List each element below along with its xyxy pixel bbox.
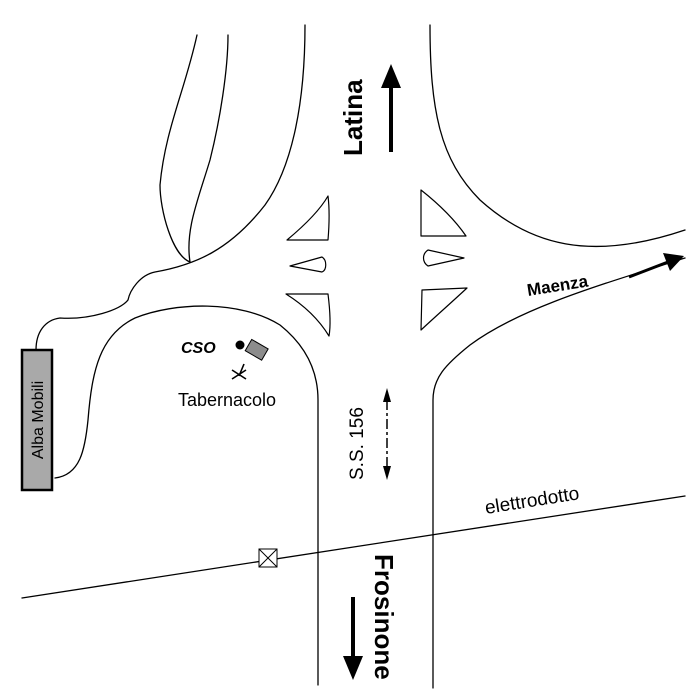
power-line-label: elettrodotto [483,483,580,519]
store-sign: Alba Mobili [20,348,54,492]
traffic-islands [285,189,468,337]
site-marker-group: CSO Tabernacolo [178,338,276,410]
pylon-crossed-box-icon [258,548,278,568]
south-road-east-edge [432,257,686,689]
direction-arrows [343,64,684,680]
camera-marker-icon [235,338,269,361]
ramp-road-outer-edge [159,34,198,263]
island-northwest [286,195,330,241]
double-arrow-icon [383,388,391,480]
power-line: elettrodotto [21,483,686,599]
arrow-down-icon [343,597,363,680]
south-road-west-edge [54,305,319,686]
main-road-east-edge [429,24,686,248]
cross-icon [231,363,247,380]
island-northeast [420,189,467,237]
arrow-right-icon [628,253,684,279]
main-road-west-edge [35,24,306,351]
island-west [289,256,327,273]
store-sign-board [20,348,54,492]
island-east [422,249,465,267]
power-line-cable [21,495,686,599]
site-code-label: CSO [181,340,216,357]
ramp-road-inner-edge [188,34,229,263]
label-frosinone: Frosinone [369,554,399,680]
label-latina: Latina [338,79,368,156]
landmark-label: Tabernacolo [178,390,276,410]
label-road-number: S.S. 156 [347,407,368,480]
ramp-road [159,34,229,263]
main-road [35,24,686,689]
island-southeast [420,287,468,331]
arrow-up-icon [381,64,401,152]
island-southwest [285,293,331,337]
place-labels: Latina Frosinone Maenza S.S. 156 [338,79,590,680]
store-sign-label: Alba Mobili [30,381,47,459]
label-maenza: Maenza [526,271,590,299]
